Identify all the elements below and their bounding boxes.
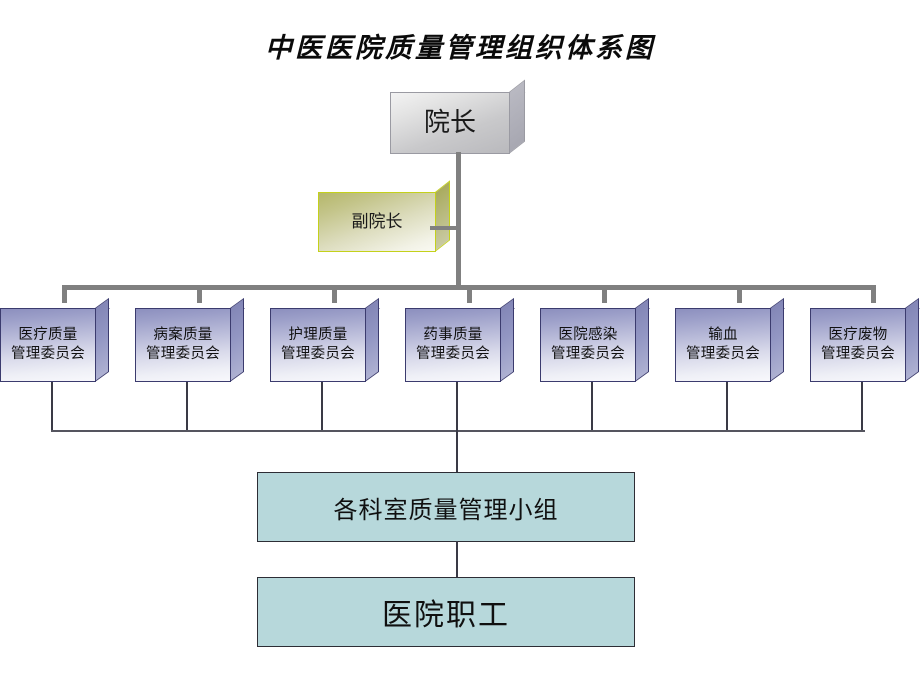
committee-5-side-face: [635, 297, 649, 382]
committee-1-side-face: [95, 297, 109, 382]
connector-bus-stub-2: [197, 285, 202, 303]
node-committee-3[interactable]: 护理质量 管理委员会: [270, 297, 381, 382]
committee-2-side-face: [230, 297, 244, 382]
president-box-side-face: [509, 79, 525, 154]
committee-3-line1: 护理质量: [288, 326, 348, 343]
committee-6-side-face: [770, 297, 784, 382]
committee-2-line2: 管理委员会: [146, 346, 220, 362]
connector-committee-7-drop: [861, 382, 863, 432]
connector-committee-3-drop: [321, 382, 323, 432]
committee-7-label: 医疗废物 管理委员会: [810, 308, 906, 382]
committee-1-label: 医疗质量 管理委员会: [0, 308, 96, 382]
connector-lower-bus: [51, 430, 865, 432]
committee-7-line1: 医疗废物: [828, 326, 888, 343]
node-president[interactable]: 院长: [390, 79, 526, 154]
node-vice-president[interactable]: 副院长: [318, 180, 453, 252]
committee-6-label: 输血 管理委员会: [675, 308, 771, 382]
committee-4-line2: 管理委员会: [416, 346, 490, 362]
committee-6-line1: 输血: [708, 326, 738, 343]
committee-2-label: 病案质量 管理委员会: [135, 308, 231, 382]
connector-bus-stub-7: [871, 285, 876, 303]
connector-bus-stub-6: [737, 285, 742, 303]
committee-2-line1: 病案质量: [153, 326, 213, 343]
connector-committee-1-drop: [51, 382, 53, 432]
vice-president-label: 副院长: [318, 192, 436, 252]
node-dept-quality-group[interactable]: 各科室质量管理小组: [257, 472, 635, 542]
connector-dept-to-staff: [456, 541, 458, 578]
connector-bus-stub-4: [467, 285, 472, 303]
committee-7-line2: 管理委员会: [821, 346, 895, 362]
vice-box-side-face: [435, 180, 450, 252]
connector-committee-6-drop: [726, 382, 728, 432]
committee-3-side-face: [365, 297, 379, 382]
node-committee-2[interactable]: 病案质量 管理委员会: [135, 297, 246, 382]
committee-1-line1: 医疗质量: [18, 326, 78, 343]
node-committee-5[interactable]: 医院感染 管理委员会: [540, 297, 651, 382]
connector-president-to-bus: [456, 152, 461, 288]
connector-bus-to-dept-group: [456, 430, 458, 473]
page-title: 中医医院质量管理组织体系图: [265, 33, 655, 64]
committee-4-label: 药事质量 管理委员会: [405, 308, 501, 382]
committee-4-line1: 药事质量: [423, 326, 483, 343]
node-committee-4[interactable]: 药事质量 管理委员会: [405, 297, 516, 382]
node-hospital-staff[interactable]: 医院职工: [257, 577, 635, 647]
committee-5-line1: 医院感染: [558, 326, 618, 343]
connector-vice-to-stem: [430, 226, 460, 230]
president-label: 院长: [390, 92, 510, 154]
committee-1-line2: 管理委员会: [11, 346, 85, 362]
connector-bus-stub-5: [602, 285, 607, 303]
committee-7-side-face: [905, 297, 919, 382]
connector-committee-4-drop: [456, 382, 458, 432]
node-committee-1[interactable]: 医疗质量 管理委员会: [0, 297, 111, 382]
committee-3-label: 护理质量 管理委员会: [270, 308, 366, 382]
node-committee-6[interactable]: 输血 管理委员会: [675, 297, 786, 382]
connector-bus-stub-3: [332, 285, 337, 303]
committee-4-side-face: [500, 297, 514, 382]
committee-5-line2: 管理委员会: [551, 346, 625, 362]
connector-committee-5-drop: [591, 382, 593, 432]
connector-bus-stub-1: [62, 285, 67, 303]
connector-committee-2-drop: [186, 382, 188, 432]
committee-6-line2: 管理委员会: [686, 346, 760, 362]
node-committee-7[interactable]: 医疗废物 管理委员会: [810, 297, 920, 382]
committee-3-line2: 管理委员会: [281, 346, 355, 362]
committee-5-label: 医院感染 管理委员会: [540, 308, 636, 382]
